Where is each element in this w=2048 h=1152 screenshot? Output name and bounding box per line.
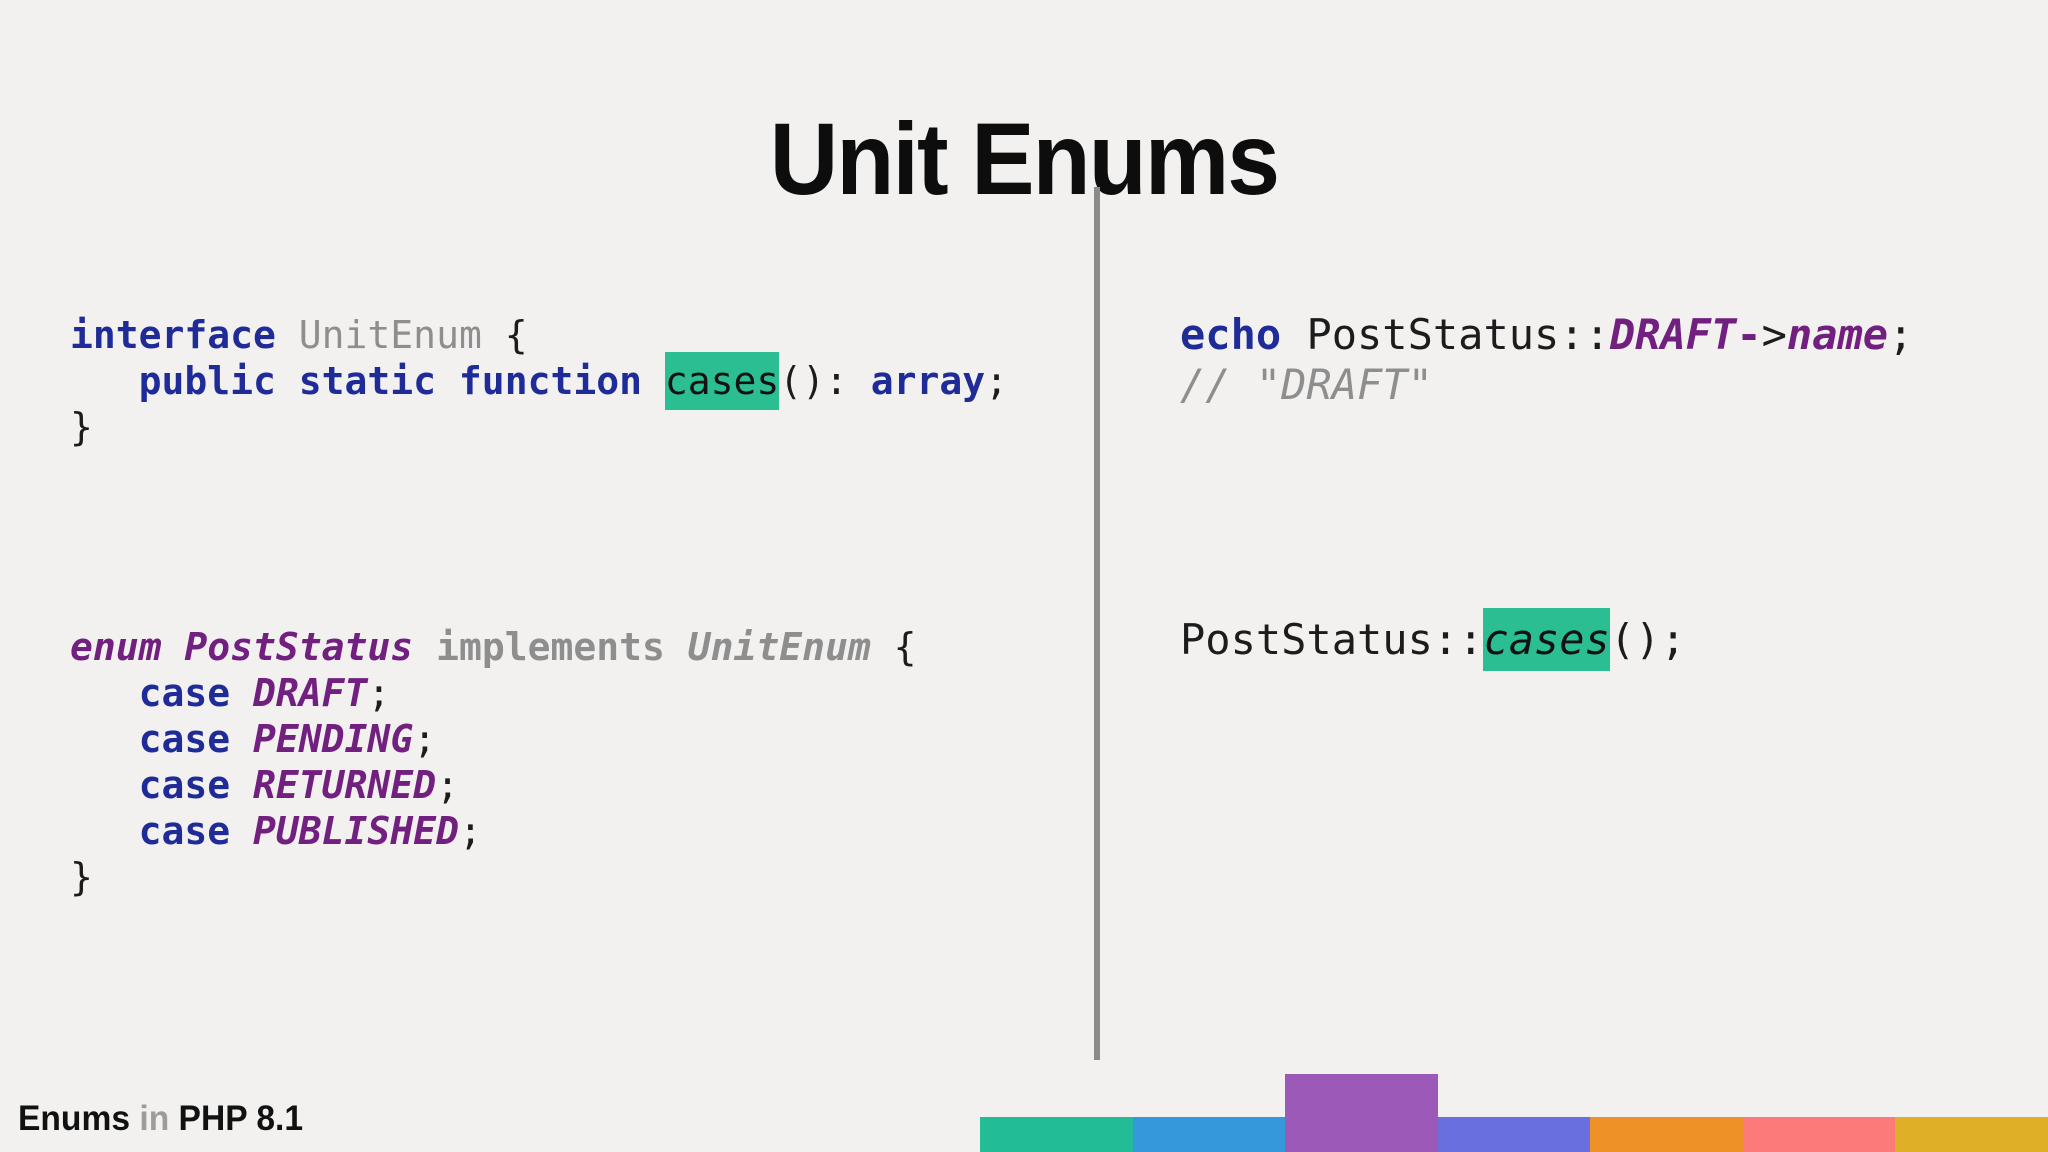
slide-title: Unit Enums <box>769 102 1280 217</box>
code-token <box>70 671 139 715</box>
code-token: DRAFT <box>1609 310 1737 359</box>
highlight-cases: cases <box>664 352 780 410</box>
code-token <box>70 359 139 403</box>
code-line: case DRAFT; <box>70 670 917 716</box>
code-token <box>276 313 299 357</box>
code-token: UnitEnum <box>687 625 871 669</box>
code-token <box>665 625 688 669</box>
bar-segment-gold <box>1895 1117 2048 1152</box>
code-token: PostStatus:: <box>1180 615 1484 664</box>
code-token: (): <box>779 359 871 403</box>
code-token: echo <box>1180 310 1282 359</box>
code-token <box>230 671 253 715</box>
code-token: PostStatus:: <box>1281 310 1610 359</box>
bar-segment-purple <box>1285 1074 1438 1152</box>
code-token: { <box>481 313 528 357</box>
code-line: } <box>70 404 1008 450</box>
code-token: - <box>1736 310 1762 359</box>
code-token: public static function <box>138 359 642 403</box>
code-token: case <box>138 763 231 807</box>
code-token: } <box>70 855 93 899</box>
code-line: PostStatus::cases(); <box>1180 608 1686 671</box>
code-token: case <box>138 671 231 715</box>
code-token: ; <box>367 671 391 715</box>
footer-word-enums: Enums <box>18 1099 140 1138</box>
code-token: UnitEnum <box>298 313 482 357</box>
code-token: array <box>870 359 986 403</box>
code-line: case PUBLISHED; <box>70 808 917 854</box>
code-token: ; <box>1888 310 1914 359</box>
code-token: DRAFT <box>253 671 368 715</box>
code-block-cases: PostStatus::cases(); <box>1180 608 1686 671</box>
code-token <box>413 625 436 669</box>
code-token <box>70 717 139 761</box>
code-token: ; <box>458 809 482 853</box>
code-token <box>642 359 665 403</box>
code-token: (); <box>1609 615 1686 664</box>
footer-brand: Enums in PHP 8.1 <box>18 1099 303 1139</box>
code-token <box>70 763 139 807</box>
code-line: public static function cases(): array; <box>70 352 1009 410</box>
code-line: echo PostStatus::DRAFT->name; <box>1180 310 1913 360</box>
code-token: interface <box>70 313 276 357</box>
bar-segment-blue <box>1132 1117 1286 1152</box>
code-token <box>230 717 253 761</box>
code-block-enum: enum PostStatus implements UnitEnum { ca… <box>70 624 917 900</box>
code-line: case RETURNED; <box>70 762 917 808</box>
decoration-bar <box>980 1074 2048 1152</box>
code-line: case PENDING; <box>70 716 917 762</box>
code-token: ; <box>985 359 1009 403</box>
code-block-echo: echo PostStatus::DRAFT->name;// "DRAFT" <box>1180 310 1913 410</box>
code-line: } <box>70 854 917 900</box>
code-token: RETURNED <box>253 763 437 807</box>
code-token: // "DRAFT" <box>1180 360 1433 409</box>
bar-segment-orange <box>1590 1117 1743 1152</box>
code-block-interface: interface UnitEnum { public static funct… <box>70 312 1008 450</box>
code-token: PUBLISHED <box>253 809 459 853</box>
code-line: interface UnitEnum { <box>70 312 1008 358</box>
code-line: enum PostStatus implements UnitEnum { <box>70 624 917 670</box>
code-token: case <box>138 717 231 761</box>
code-line: // "DRAFT" <box>1180 360 1913 410</box>
code-token: ; <box>436 763 459 807</box>
code-token: PENDING <box>253 717 414 761</box>
code-token: name <box>1786 310 1889 359</box>
footer-word-in: in <box>139 1099 179 1138</box>
code-token: enum PostStatus <box>70 625 414 669</box>
code-token: } <box>70 405 93 449</box>
highlight-cases: cases <box>1483 608 1610 671</box>
bar-segment-salmon <box>1742 1117 1896 1152</box>
code-token: ; <box>413 717 437 761</box>
code-token: case <box>138 809 231 853</box>
code-token: { <box>870 625 917 669</box>
bar-segment-teal <box>980 1117 1133 1152</box>
column-divider <box>1094 187 1100 1060</box>
footer-word-php81: PHP 8.1 <box>178 1099 304 1138</box>
code-token: implements <box>436 625 665 669</box>
code-token <box>230 809 253 853</box>
code-token <box>230 763 253 807</box>
bar-segment-indigo <box>1437 1117 1591 1152</box>
code-token: > <box>1761 310 1787 359</box>
code-token <box>70 809 139 853</box>
